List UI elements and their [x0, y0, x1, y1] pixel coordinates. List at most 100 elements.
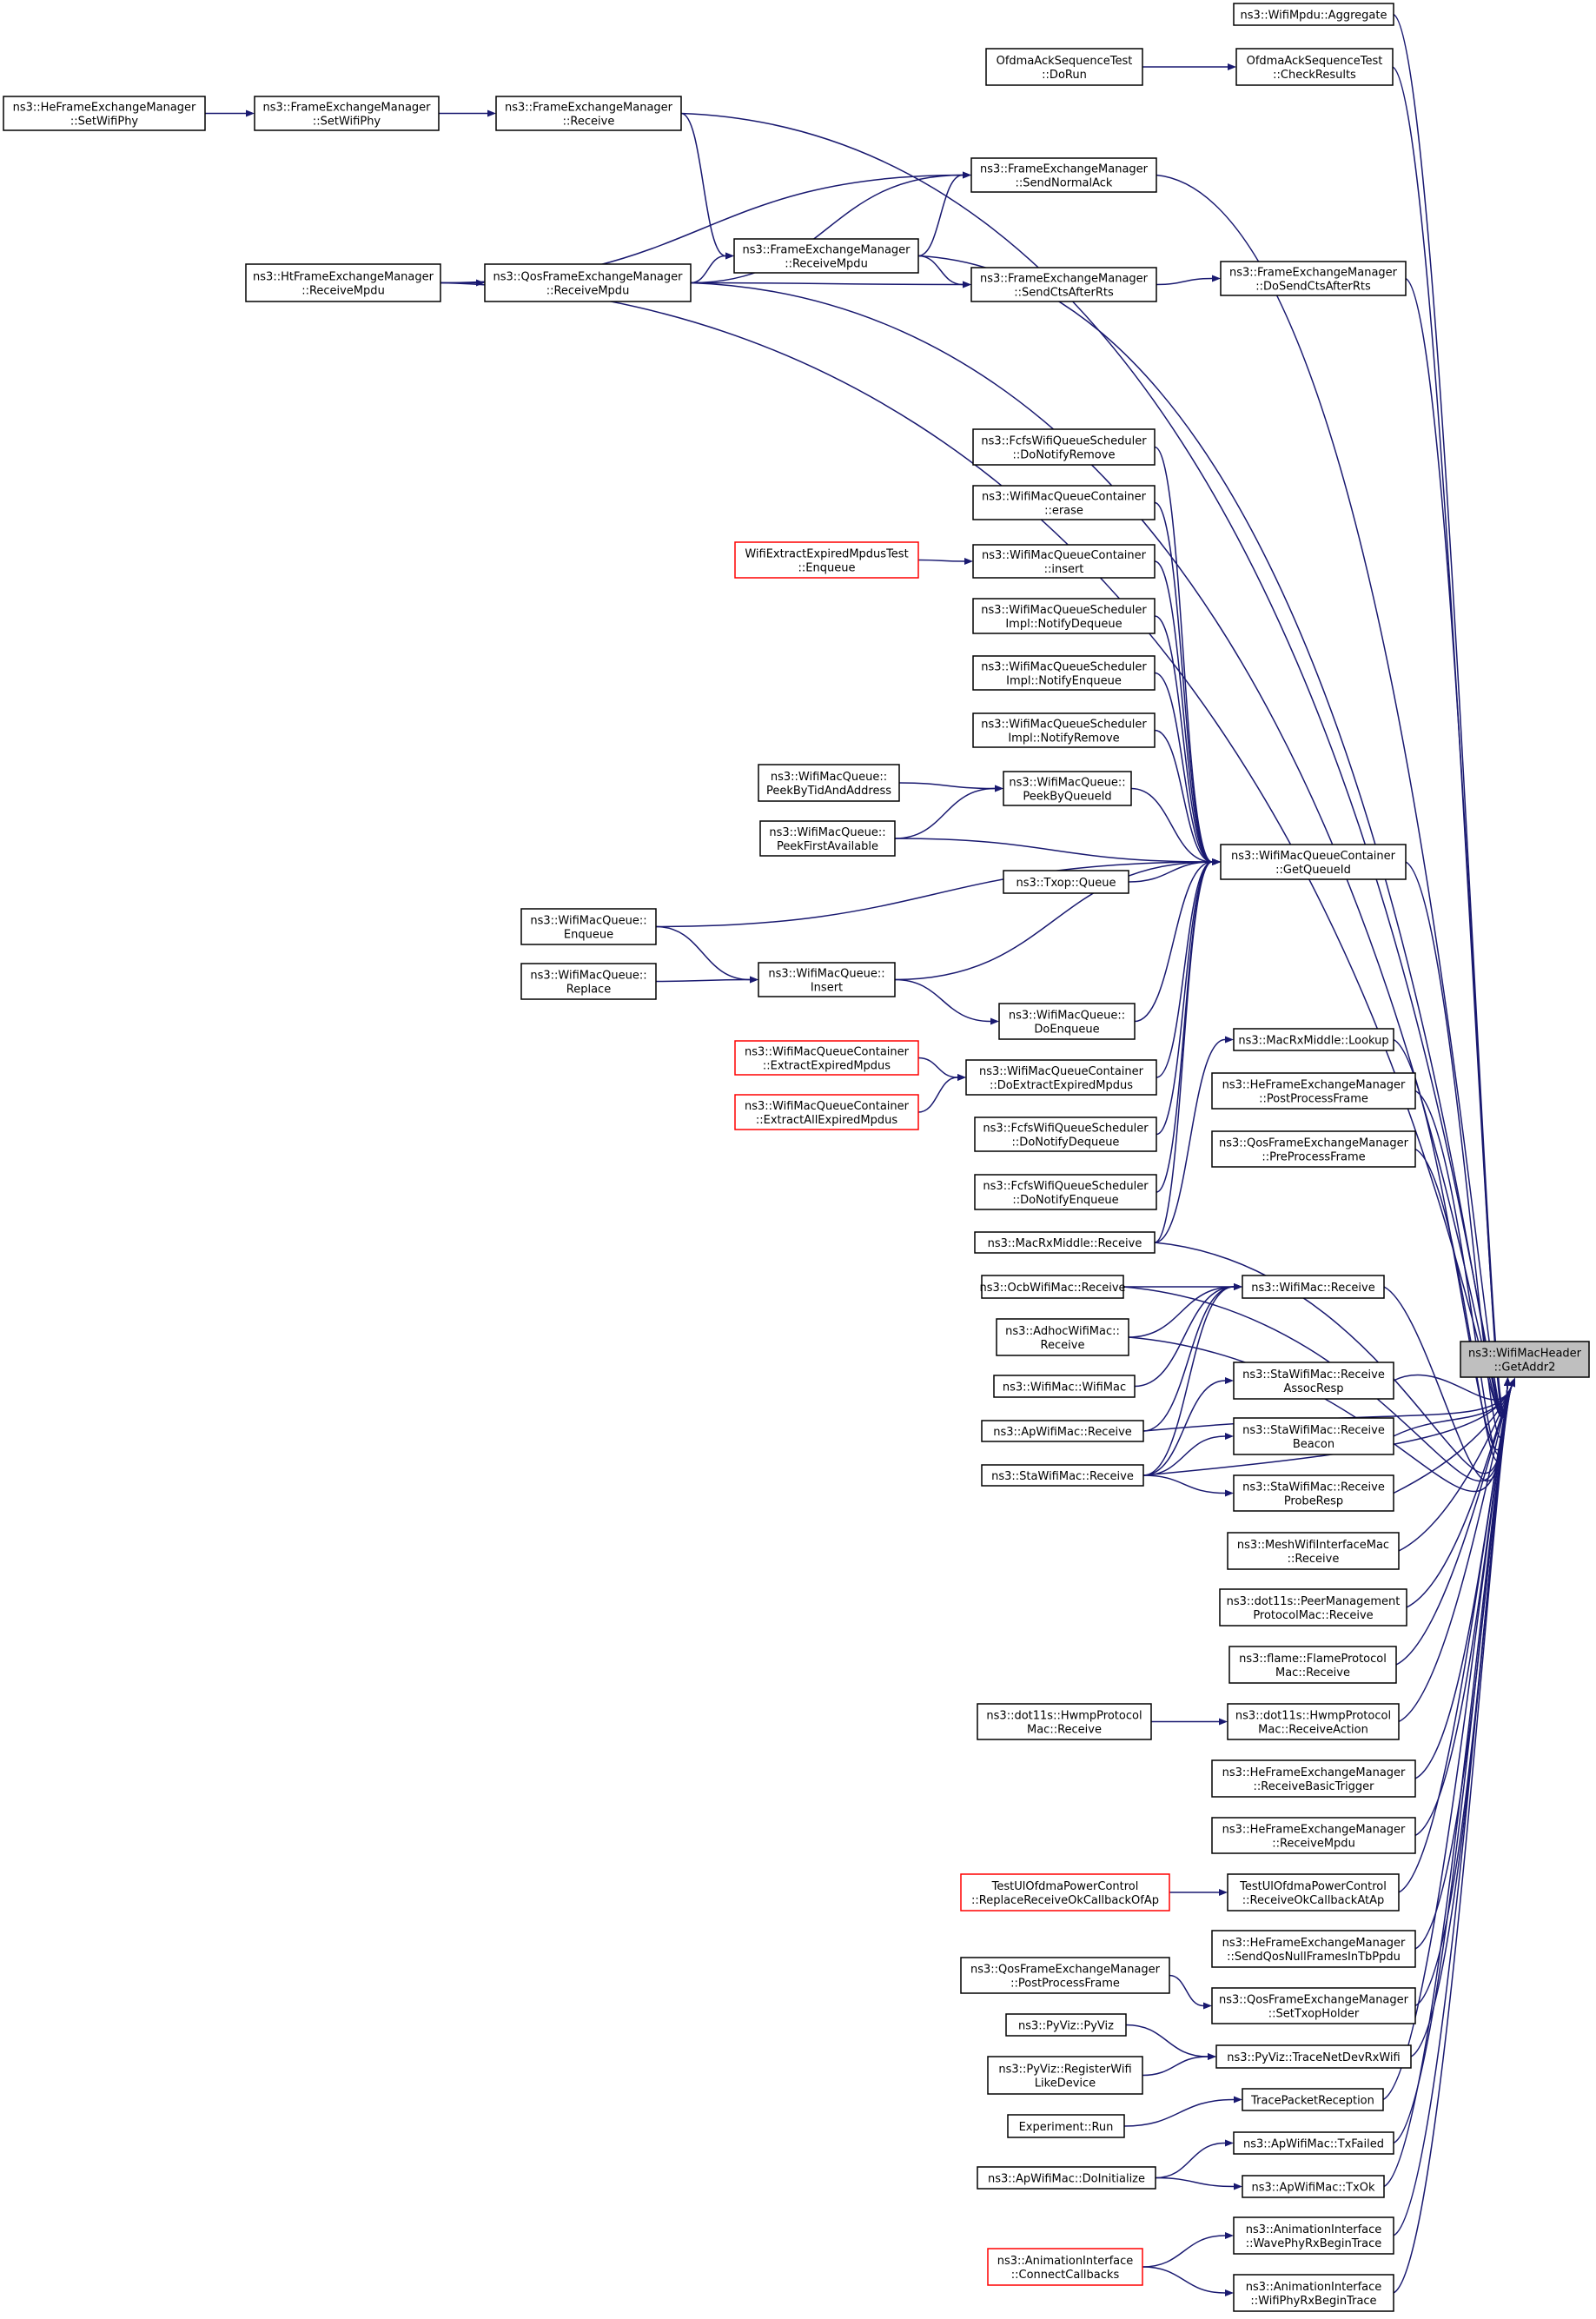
node-macrx-lookup[interactable]: ns3::MacRxMiddle::Lookup [1233, 1028, 1394, 1051]
node-box [970, 267, 1157, 302]
node-wifiextract-enqueue[interactable]: WifiExtractExpiredMpdusTest::Enqueue [734, 541, 919, 579]
node-ofdma-check[interactable]: OfdmaAckSequenceTest::CheckResults [1235, 48, 1394, 86]
node-wmqs-notifyenqueue[interactable]: ns3::WifiMacQueueSchedulerImpl::NotifyEn… [972, 655, 1156, 691]
node-label-line: ns3::PyViz::RegisterWifi [998, 2064, 1131, 2077]
node-wmq-replace[interactable]: ns3::WifiMacQueue::Replace [520, 963, 657, 1000]
edge-fem_sendnormalack-to-target [1156, 174, 1511, 1416]
edge-sta_receive-to-wifimac_receive [1142, 1283, 1242, 1476]
node-qos-receivempdu[interactable]: ns3::QosFrameExchangeManager::ReceiveMpd… [484, 263, 692, 302]
node-box [1227, 1703, 1400, 1740]
node-he-receivempdu[interactable]: ns3::HeFrameExchangeManager::ReceiveMpdu [1211, 1817, 1416, 1854]
node-label-line: ns3::dot11s::PeerManagement [1227, 1595, 1401, 1608]
node-macrx-receive[interactable]: ns3::MacRxMiddle::Receive [974, 1231, 1156, 1254]
node-ap-txfailed[interactable]: ns3::ApWifiMac::TxFailed [1233, 2131, 1394, 2155]
edge-macrx_receive-to-macrx_lookup [1154, 1036, 1234, 1243]
node-fcfs-donotifyremove[interactable]: ns3::FcfsWifiQueueScheduler::DoNotifyRem… [972, 428, 1156, 466]
node-ap-receive[interactable]: ns3::ApWifiMac::Receive [981, 1420, 1144, 1442]
node-label-line: ::GetAddr2 [1494, 1362, 1556, 1375]
node-box [996, 1318, 1129, 1356]
node-fem-sendctsafterrts[interactable]: ns3::FrameExchangeManager::SendCtsAfterR… [970, 267, 1157, 302]
node-label-line: ::DoSendCtsAfterRts [1255, 281, 1371, 294]
node-tulofdma-receiveok[interactable]: TestUlOfdmaPowerControl::ReceiveOkCallba… [1227, 1873, 1400, 1912]
node-tulofdma-replace[interactable]: TestUlOfdmaPowerControl::ReplaceReceiveO… [960, 1873, 1170, 1912]
node-fcfs-donotifyenqueue[interactable]: ns3::FcfsWifiQueueScheduler::DoNotifyEnq… [974, 1174, 1157, 1210]
node-fem-receivempdu[interactable]: ns3::FrameExchangeManager::ReceiveMpdu [733, 238, 919, 274]
node-fcfs-donotifydequeue[interactable]: ns3::FcfsWifiQueueScheduler::DoNotifyDeq… [974, 1116, 1157, 1152]
node-fem-setwifiphy[interactable]: ns3::FrameExchangeManager::SetWifiPhy [254, 96, 440, 131]
node-label-line: ::DoRun [1042, 69, 1087, 82]
node-box [1227, 1532, 1400, 1570]
node-label-line: ns3::dot11s::HwmpProtocol [986, 1710, 1142, 1723]
node-wmqc-insert[interactable]: ns3::WifiMacQueueContainer::insert [972, 544, 1156, 579]
node-label-line: ::DoNotifyDequeue [1012, 1136, 1120, 1150]
node-fem-receive[interactable]: ns3::FrameExchangeManager::Receive [495, 96, 682, 131]
node-he-postprocess[interactable]: ns3::HeFrameExchangeManager::PostProcess… [1211, 1072, 1416, 1110]
node-label-line: ns3::HeFrameExchangeManager [1222, 1079, 1406, 1092]
node-label-line: ns3::QosFrameExchangeManager [970, 1964, 1161, 1977]
node-wmqc-doextractexpired[interactable]: ns3::WifiMacQueueContainer::DoExtractExp… [965, 1059, 1157, 1096]
node-wifimac-receive[interactable]: ns3::WifiMac::Receive [1242, 1275, 1385, 1299]
node-label-line: ns3::StaWifiMac::Receive [1242, 1481, 1385, 1494]
node-ocb-receive[interactable]: ns3::OcbWifiMac::Receive [979, 1275, 1126, 1299]
node-pyviz-tracenetdev[interactable]: ns3::PyViz::TraceNetDevRxWifi [1215, 2044, 1412, 2069]
node-wmq-peekbyqueueid[interactable]: ns3::WifiMacQueue::PeekByQueueId [1003, 771, 1132, 806]
node-ofdma-dorun[interactable]: OfdmaAckSequenceTest::DoRun [985, 48, 1143, 86]
node-wmqc-getqueueid[interactable]: ns3::WifiMacQueueContainer::GetQueueId [1220, 844, 1407, 880]
node-ap-doinitialize[interactable]: ns3::ApWifiMac::DoInitialize [977, 2166, 1156, 2190]
node-tracepacketreception[interactable]: TracePacketReception [1242, 2088, 1384, 2111]
node-txop-queue[interactable]: ns3::Txop::Queue [1003, 870, 1129, 894]
node-wmq-insert[interactable]: ns3::WifiMacQueue::Insert [758, 962, 896, 997]
node-wmqc-erase[interactable]: ns3::WifiMacQueueContainer::erase [972, 485, 1156, 520]
node-wmq-enqueue[interactable]: ns3::WifiMacQueue::Enqueue [520, 908, 657, 945]
node-anim-wifiphy[interactable]: ns3::AnimationInterface::WifiPhyRxBeginT… [1233, 2274, 1394, 2312]
node-he-receivebasictrigger[interactable]: ns3::HeFrameExchangeManager::ReceiveBasi… [1211, 1759, 1416, 1798]
node-anim-connect[interactable]: ns3::AnimationInterface::ConnectCallback… [987, 2248, 1143, 2286]
node-wmq-peekfirst[interactable]: ns3::WifiMacQueue::PeekFirstAvailable [759, 820, 896, 857]
node-experiment-run[interactable]: Experiment::Run [1007, 2114, 1125, 2138]
edge-wmqc_doextractexpired-to-wmqc_getqueueid [1156, 858, 1221, 1078]
node-box [998, 1003, 1136, 1040]
node-hwmp-receiveaction[interactable]: ns3::dot11s::HwmpProtocolMac::ReceiveAct… [1227, 1703, 1400, 1740]
node-qos-preprocess[interactable]: ns3::QosFrameExchangeManager::PreProcess… [1211, 1130, 1416, 1168]
node-he-setwifiphy[interactable]: ns3::HeFrameExchangeManager::SetWifiPhy [3, 96, 206, 131]
node-adhoc-receive[interactable]: ns3::AdhocWifiMac::Receive [996, 1318, 1129, 1356]
node-wmqc-extractexpired[interactable]: ns3::WifiMacQueueContainer::ExtractExpir… [734, 1040, 919, 1076]
node-box [1220, 261, 1407, 296]
node-label-line: ProtocolMac::Receive [1253, 1609, 1373, 1622]
edge-ofdma_check-to-target [1392, 66, 1511, 1415]
node-anim-wavephy[interactable]: ns3::AnimationInterface::WavePhyRxBeginT… [1233, 2216, 1394, 2255]
node-wmq-peekbytid[interactable]: ns3::WifiMacQueue::PeekByTidAndAddress [758, 764, 900, 802]
node-sta-receive[interactable]: ns3::StaWifiMac::Receive [981, 1464, 1144, 1487]
edge-fem_receivempdu-to-target [917, 255, 1511, 1418]
node-label-line: Experiment::Run [1019, 2121, 1114, 2134]
node-box [1228, 1646, 1397, 1684]
node-wmqs-notifydequeue[interactable]: ns3::WifiMacQueueSchedulerImpl::NotifyDe… [972, 598, 1156, 634]
node-dot11s-peermgmt[interactable]: ns3::dot11s::PeerManagementProtocolMac::… [1219, 1588, 1407, 1627]
node-wmqs-notifyremove[interactable]: ns3::WifiMacQueueSchedulerImpl::NotifyRe… [972, 712, 1156, 748]
node-qos-settxopholder[interactable]: ns3::QosFrameExchangeManager::SetTxopHol… [1211, 1987, 1416, 2024]
node-aggregate[interactable]: ns3::WifiMpdu::Aggregate [1233, 3, 1394, 26]
node-mesh-receive[interactable]: ns3::MeshWifiInterfaceMac::Receive [1227, 1532, 1400, 1570]
node-he-sendqosnull[interactable]: ns3::HeFrameExchangeManager::SendQosNull… [1211, 1930, 1416, 1968]
node-label-line: ns3::FrameExchangeManager [980, 273, 1149, 286]
node-wmq-doenqueue[interactable]: ns3::WifiMacQueue::DoEnqueue [998, 1003, 1136, 1040]
node-fem-sendnormalack[interactable]: ns3::FrameExchangeManager::SendNormalAck [970, 157, 1157, 193]
node-box [993, 1375, 1136, 1398]
node-fem-dosendctsafterrts[interactable]: ns3::FrameExchangeManager::DoSendCtsAfte… [1220, 261, 1407, 296]
node-wmqc-extractall[interactable]: ns3::WifiMacQueueContainer::ExtractAllEx… [734, 1094, 919, 1130]
node-wifimac-wifimac[interactable]: ns3::WifiMac::WifiMac [993, 1375, 1136, 1398]
node-label-line: ns3::FrameExchangeManager [505, 102, 673, 115]
node-ap-txok[interactable]: ns3::ApWifiMac::TxOk [1242, 2175, 1385, 2198]
node-qos-postprocess[interactable]: ns3::QosFrameExchangeManager::PostProces… [960, 1957, 1170, 1994]
node-pyviz-pyviz[interactable]: ns3::PyViz::PyViz [1005, 2013, 1127, 2037]
node-target[interactable]: ns3::WifiMacHeader::GetAddr2 [1460, 1341, 1590, 1378]
node-ht-receivempdu[interactable]: ns3::HtFrameExchangeManager::ReceiveMpdu [245, 263, 441, 302]
edge-anim_wifiphy-to-target [1393, 1377, 1515, 2294]
node-box [1242, 2175, 1385, 2198]
